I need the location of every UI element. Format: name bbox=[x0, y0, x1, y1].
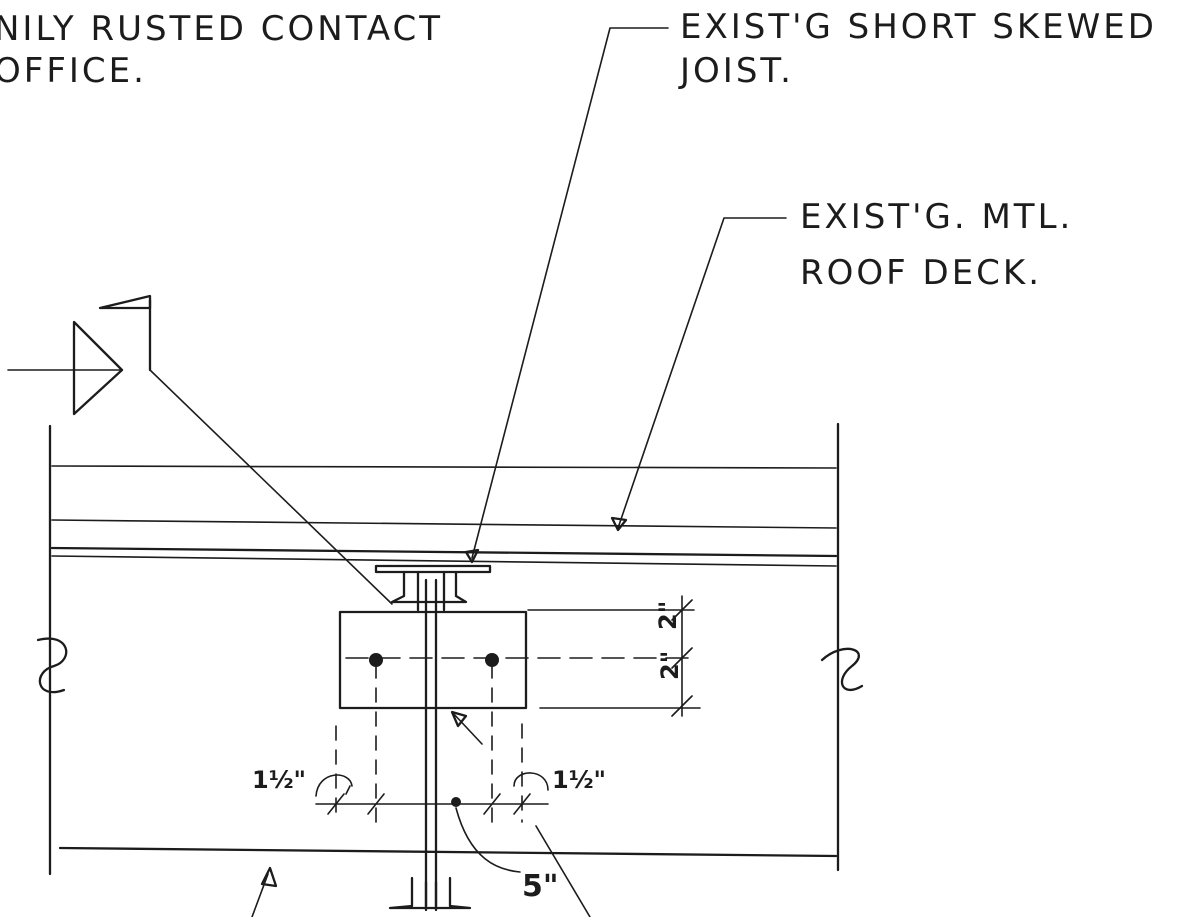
break-left bbox=[36, 637, 68, 694]
dim-spacing: 5" bbox=[522, 869, 559, 904]
note-joist-line1: EXIST'G SHORT SKEWED bbox=[680, 7, 1157, 47]
bottom-leaders bbox=[251, 825, 591, 917]
break-right bbox=[820, 647, 864, 692]
note-deck-line1: EXIST'G. MTL. bbox=[800, 197, 1073, 237]
dim-upper-vertical: 2" bbox=[654, 601, 682, 630]
roof-deck bbox=[50, 465, 838, 567]
dim-edge-left: 1½" bbox=[252, 766, 306, 794]
horizontal-dimensions: 1½" 1½" 5" bbox=[252, 766, 606, 904]
note-contact-line2: OFFICE. bbox=[0, 51, 147, 91]
note-deck-line2: ROOF DECK. bbox=[800, 253, 1042, 293]
note-contact-line1: NILY RUSTED CONTACT bbox=[0, 9, 443, 49]
note-joist-line2: JOIST. bbox=[678, 51, 794, 91]
vertical-dimensions: 2" 2" bbox=[527, 595, 701, 717]
skewed-joist bbox=[374, 564, 492, 912]
connection-plate bbox=[335, 610, 697, 823]
bolt-left bbox=[369, 653, 383, 667]
dim-edge-right: 1½" bbox=[552, 766, 606, 794]
deck-leader bbox=[610, 217, 787, 532]
weld-symbol bbox=[7, 294, 393, 605]
spacing-marker bbox=[451, 797, 461, 807]
joist-leader bbox=[464, 27, 669, 564]
bolt-right bbox=[485, 653, 499, 667]
existing-beam bbox=[36, 422, 864, 876]
dim-lower-vertical: 2" bbox=[656, 651, 684, 680]
